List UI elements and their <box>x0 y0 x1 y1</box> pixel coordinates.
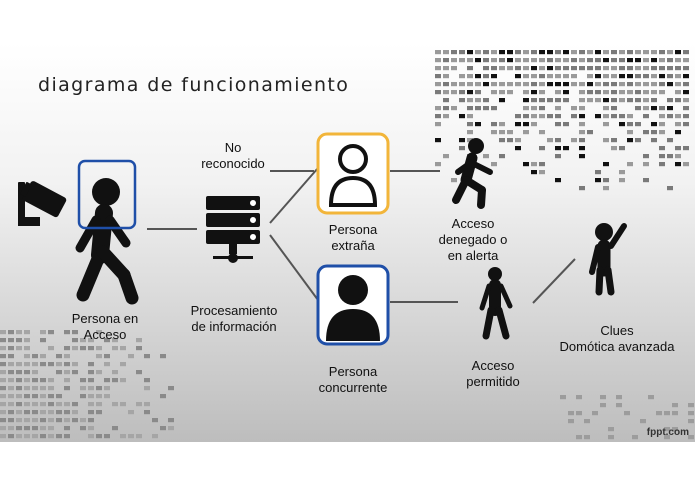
pixel-pattern-bottom-right <box>560 395 694 440</box>
label-processing: Procesamiento de información <box>190 303 278 334</box>
waving-person-icon <box>589 223 627 296</box>
security-camera-icon <box>18 181 67 226</box>
user-outline-icon <box>328 144 378 207</box>
face-detection-frame <box>77 159 137 230</box>
label-clues: Clues Domótica avanzada <box>559 323 675 354</box>
user-solid-icon <box>326 275 380 341</box>
label-not-recognized: No reconocido <box>201 140 265 171</box>
walking-person-icon <box>75 178 139 305</box>
label-frequent: Persona concurrente <box>318 364 388 395</box>
standing-person-icon <box>479 267 513 340</box>
running-person-icon <box>452 138 493 209</box>
diagram-title: Diagrama de funcionamiento <box>38 74 350 96</box>
label-stranger: Persona extraña <box>328 222 378 253</box>
pixel-pattern-bottom-left <box>0 330 174 439</box>
connectors <box>147 167 576 304</box>
footer-brand: fppt.com <box>646 427 689 438</box>
connector-allowed-clues <box>532 258 576 304</box>
label-access-denied: Acceso denegado o en alerta <box>438 216 508 263</box>
label-person-access: Persona en Acceso <box>71 311 139 342</box>
pixel-pattern-top-right <box>435 50 689 191</box>
connector-processing-frequent <box>269 234 319 301</box>
server-icon <box>206 196 260 263</box>
connector-processing-stranger <box>269 167 319 224</box>
bottom-margin <box>0 442 695 494</box>
label-access-allowed: Acceso permitido <box>466 358 520 389</box>
